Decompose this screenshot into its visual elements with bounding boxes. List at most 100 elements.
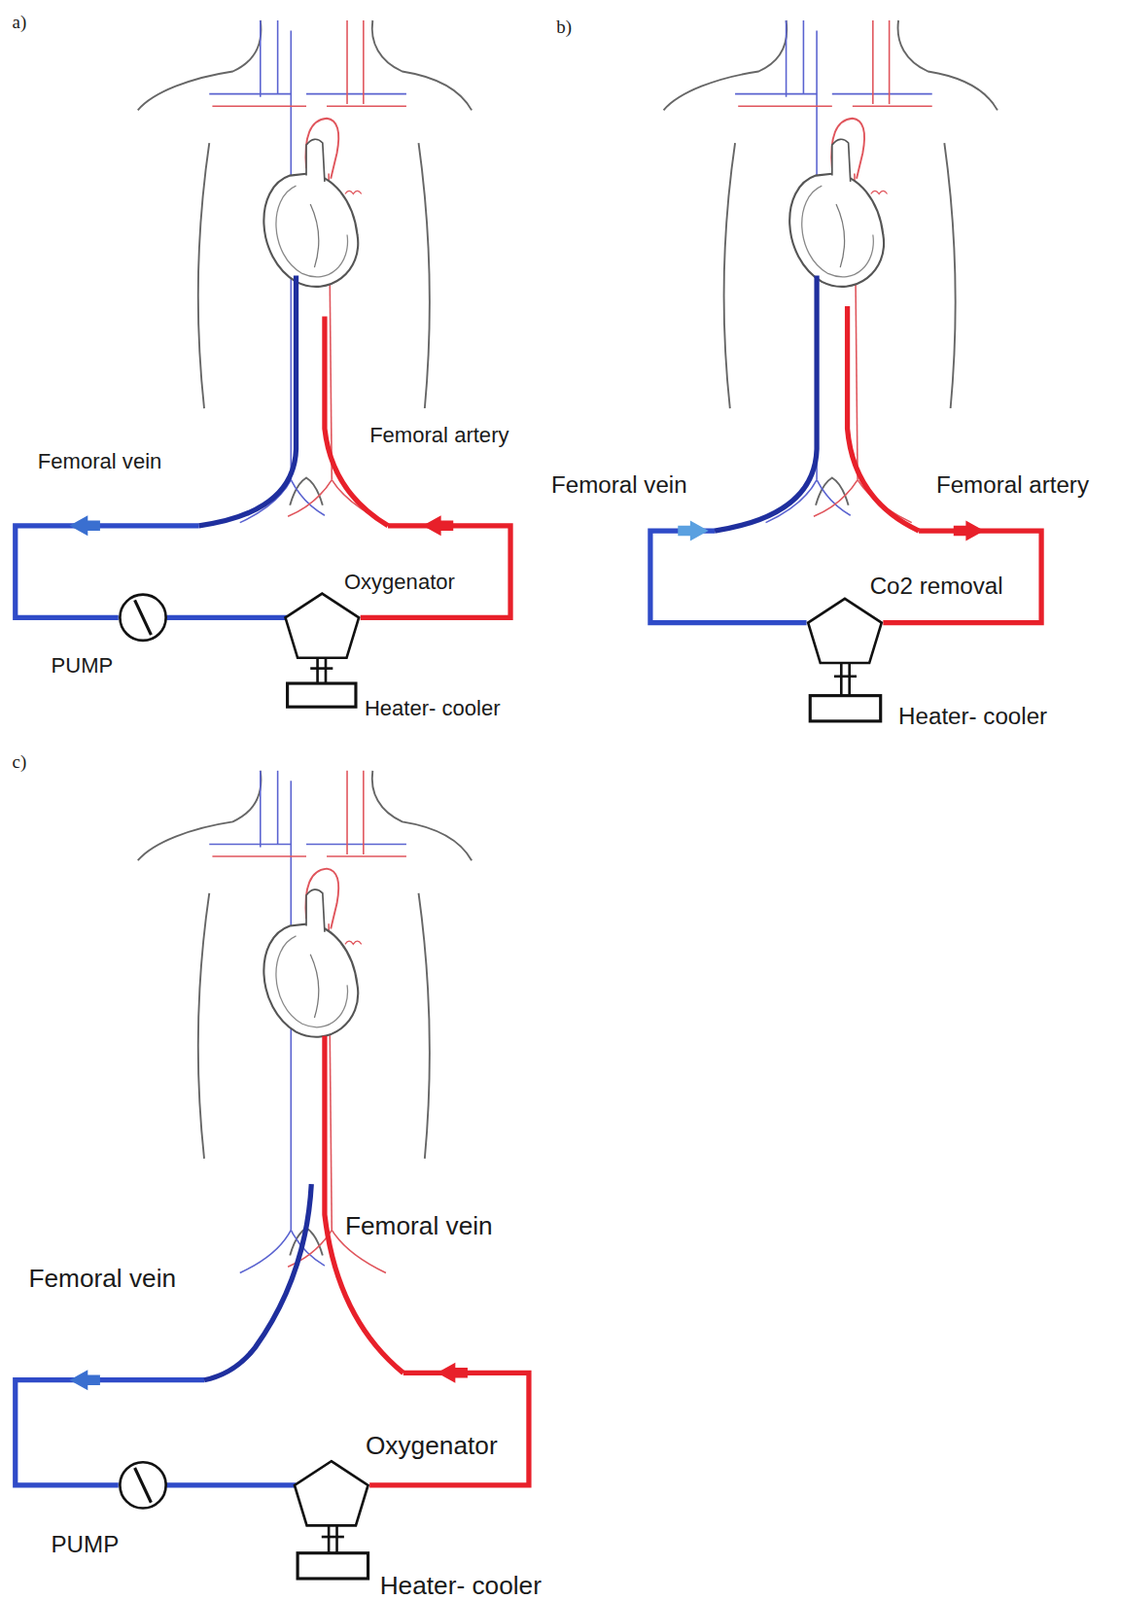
coronary [871, 190, 888, 194]
flow-arrow [69, 515, 101, 536]
coronary [345, 941, 362, 945]
body-outline [198, 142, 210, 409]
arterial-tube [369, 1372, 529, 1486]
venous-cannula [199, 276, 297, 526]
body-outline [724, 142, 736, 409]
body-outline [419, 893, 430, 1159]
coupling-line [327, 1526, 331, 1553]
coupling-line [335, 1526, 339, 1553]
oxygenator: Oxygenator [292, 1460, 370, 1528]
artery-line [346, 20, 349, 105]
node-shape [285, 681, 358, 708]
heart-inner [802, 185, 875, 278]
node-shape [118, 1461, 168, 1510]
body-outline [198, 893, 210, 1159]
heater-cooler-box [297, 1553, 368, 1579]
heater-cooler: Heater- cooler [296, 1551, 371, 1580]
artery-line [852, 105, 933, 107]
body-outline [138, 770, 262, 861]
flow-arrow [436, 1363, 468, 1384]
node-label: PUMP [51, 653, 114, 678]
flow-arrow [69, 1369, 101, 1391]
body-outline [138, 20, 262, 110]
venous-tube [15, 1380, 205, 1486]
pump: PUMP [118, 1461, 168, 1510]
node-label: Heater- cooler [898, 701, 1048, 730]
panel-letter: b) [556, 16, 572, 38]
artery-line [362, 20, 365, 105]
heart [263, 174, 358, 287]
flow-arrow [422, 515, 455, 536]
vessel-label: Femoral vein [345, 1210, 493, 1240]
vessel-label: Femoral artery [369, 422, 509, 448]
oxygenator-symbol [807, 598, 882, 664]
body-outline [898, 20, 998, 110]
flow-arrow [953, 521, 985, 542]
blood-line [166, 615, 287, 621]
heart-inner [276, 185, 349, 278]
connector-decoration [310, 658, 857, 1553]
artery-line [211, 105, 307, 107]
coronary [345, 190, 362, 194]
vein-line [209, 93, 291, 96]
vein-line [803, 20, 806, 95]
pump-rotor [135, 1468, 152, 1504]
vein-line [277, 770, 280, 845]
arterial-cannula [324, 316, 388, 526]
arterial-cannula [324, 1036, 404, 1374]
pump-symbol [119, 595, 166, 641]
node-shape [283, 592, 361, 660]
artery-line [737, 105, 833, 107]
heart-line [310, 204, 319, 268]
pump-rotor [135, 599, 152, 635]
vein-line [277, 20, 280, 95]
node-label: Heater- cooler [364, 696, 501, 721]
node-label: Oxygenator [365, 1431, 498, 1461]
body-figure [664, 20, 998, 524]
heart [789, 174, 884, 287]
artery-line [287, 480, 332, 518]
heater-cooler-box [287, 683, 356, 707]
coupling-bar [321, 1536, 345, 1540]
artery-line [326, 855, 407, 858]
heart-vessel [306, 139, 325, 182]
artery-line [362, 770, 365, 855]
oxygenator-symbol [294, 1461, 369, 1526]
blood-line [166, 1482, 296, 1488]
heater-cooler: Heater- cooler [808, 694, 883, 723]
node-label: Co2 removal [870, 572, 1004, 600]
oxygenator-symbol [285, 594, 360, 659]
body-outline [372, 20, 472, 110]
venous-cannula [714, 276, 817, 532]
heater-cooler: Heater- cooler [285, 681, 358, 708]
vein-line [306, 843, 407, 846]
vessel-label: Femoral vein [551, 471, 688, 499]
vein-line [306, 93, 407, 96]
body-outline [944, 142, 955, 409]
vein-line [785, 20, 788, 98]
body-figure [138, 770, 472, 1274]
artery-line [872, 20, 875, 105]
coupling-line [315, 658, 319, 683]
vein-line [259, 20, 262, 98]
node-label: Oxygenator [344, 569, 456, 595]
node-shape [296, 1551, 371, 1580]
coupling-bar [310, 666, 333, 670]
body-outline [664, 20, 788, 110]
artery-line [211, 855, 307, 858]
coupling-line [847, 664, 851, 697]
coupling-line [840, 664, 843, 697]
heart-vessel [832, 139, 851, 182]
panel-letter: a) [12, 12, 28, 35]
artery-line [888, 20, 891, 105]
node-label: PUMP [51, 1531, 120, 1559]
heart-line [836, 204, 845, 268]
vessel-label: Femoral artery [936, 471, 1089, 499]
node-shape [806, 596, 884, 665]
node-label: Heater- cooler [380, 1571, 542, 1600]
arterial-cannula [847, 306, 920, 531]
venous-tube [650, 530, 807, 624]
heart-inner [276, 936, 349, 1028]
